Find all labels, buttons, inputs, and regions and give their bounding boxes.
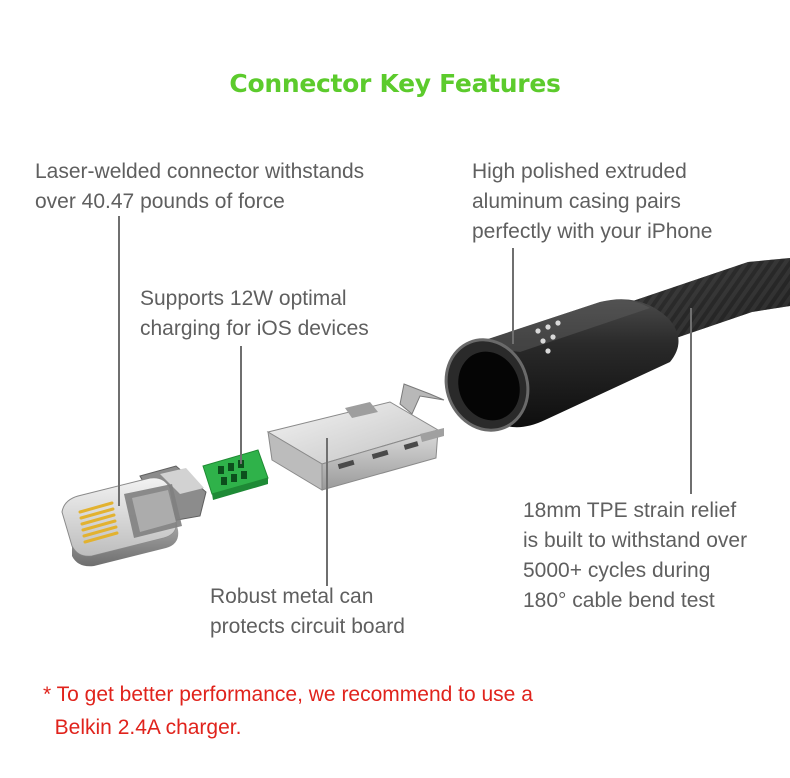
feature-strain-relief-line-4: 180° cable bend test xyxy=(523,589,715,612)
feature-charging-line-2: charging for iOS devices xyxy=(140,317,369,340)
feature-laser-welded-line-1: Laser-welded connector withstands xyxy=(35,160,365,183)
metal-can-part xyxy=(266,383,445,491)
feature-charging-line-1: Supports 12W optimal xyxy=(140,287,347,310)
note-line-2: Belkin 2.4A charger. xyxy=(43,716,242,739)
feature-laser-welded-line-2: over 40.47 pounds of force xyxy=(35,190,285,213)
feature-aluminum-casing: High polished extruded aluminum casing p… xyxy=(472,157,712,247)
leader-line-laser-welded xyxy=(118,216,120,506)
feature-aluminum-line-1: High polished extruded xyxy=(472,160,687,183)
feature-aluminum-line-2: aluminum casing pairs xyxy=(472,190,681,213)
belkin-dots-logo xyxy=(535,320,561,354)
feature-strain-relief: 18mm TPE strain relief is built to withs… xyxy=(523,496,747,616)
leader-line-aluminum xyxy=(512,248,514,344)
feature-strain-relief-line-1: 18mm TPE strain relief xyxy=(523,499,737,522)
feature-aluminum-line-3: perfectly with your iPhone xyxy=(472,220,713,243)
feature-strain-relief-line-2: is built to withstand over xyxy=(523,529,748,552)
charger-recommendation-note: * To get better performance, we recommen… xyxy=(43,678,533,744)
gold-pins xyxy=(78,501,119,544)
feature-metal-can: Robust metal can protects circuit board xyxy=(210,582,405,642)
leader-line-metal-can xyxy=(326,438,328,586)
circuit-board-part xyxy=(202,449,269,500)
feature-charging: Supports 12W optimal charging for iOS de… xyxy=(140,284,369,344)
aluminum-casing xyxy=(444,299,679,432)
lightning-plug-part xyxy=(61,465,207,567)
feature-metal-can-line-2: protects circuit board xyxy=(210,615,405,638)
feature-laser-welded: Laser-welded connector withstands over 4… xyxy=(35,157,364,217)
feature-metal-can-line-1: Robust metal can xyxy=(210,585,374,608)
note-line-1: * To get better performance, we recommen… xyxy=(43,683,533,706)
page-title: Connector Key Features xyxy=(229,68,561,98)
leader-line-charging xyxy=(240,346,242,464)
leader-line-strain-relief xyxy=(690,308,692,494)
feature-strain-relief-line-3: 5000+ cycles during xyxy=(523,559,711,582)
